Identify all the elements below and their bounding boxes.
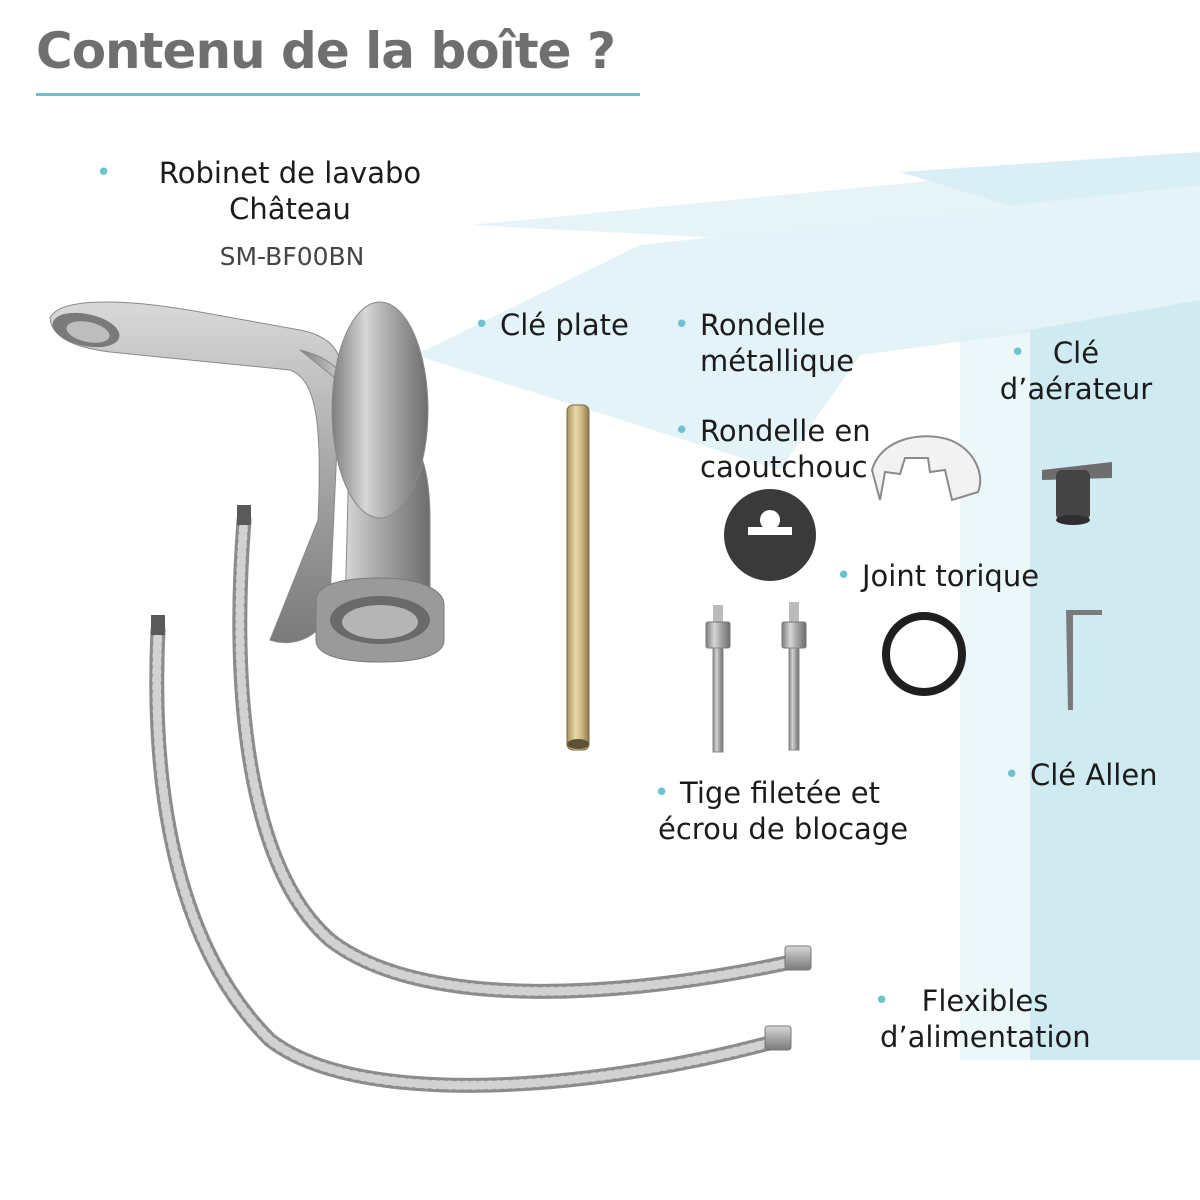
product-name-label: • Robinet de lavabo Château bbox=[96, 155, 458, 227]
metal-washer-image bbox=[870, 435, 982, 502]
label-tige-filetee: • Tige filetée et écrou de blocage bbox=[654, 775, 908, 847]
bullet-dot-icon: • bbox=[836, 561, 852, 591]
bullet-dot-icon: • bbox=[874, 986, 890, 1016]
label-text: Clé Allen bbox=[1030, 758, 1158, 792]
aerator-key-image bbox=[1042, 462, 1112, 525]
label-cle-aerateur: • Clé d’aérateur bbox=[996, 335, 1156, 407]
label-text: Tige filetée et bbox=[680, 776, 880, 810]
label-joint-torique: • Joint torique bbox=[836, 558, 1040, 594]
bullet-dot-icon: • bbox=[654, 778, 670, 808]
label-cle-allen: • Clé Allen bbox=[1004, 757, 1158, 793]
bullet-dot-icon: • bbox=[1010, 338, 1026, 368]
label-flexibles: • Flexibles d’alimentation bbox=[874, 983, 1091, 1055]
label-text: Joint torique bbox=[862, 559, 1040, 593]
label-text: écrou de blocage bbox=[658, 812, 909, 846]
product-model: SM-BF00BN bbox=[219, 242, 365, 271]
title-underline bbox=[36, 93, 640, 96]
label-text: d’aérateur bbox=[999, 372, 1153, 406]
o-ring-image bbox=[882, 612, 966, 696]
bullet-dot-icon: • bbox=[96, 158, 112, 188]
label-text: Flexibles bbox=[921, 984, 1049, 1018]
label-text: Clé bbox=[1052, 336, 1100, 370]
label-text: métallique bbox=[700, 344, 855, 378]
product-name-line1: Robinet de lavabo bbox=[158, 156, 422, 190]
bullet-dot-icon: • bbox=[674, 416, 690, 446]
threaded-rods-image bbox=[705, 602, 807, 753]
allen-key-image bbox=[1066, 610, 1102, 710]
product-name-line2: Château bbox=[229, 192, 351, 226]
faucet-image bbox=[49, 301, 445, 663]
label-text: Clé plate bbox=[500, 308, 629, 342]
label-rondelle-metallique: • Rondelle métallique bbox=[674, 307, 855, 379]
tube-wrench-image bbox=[566, 404, 590, 751]
supply-hoses-image bbox=[149, 505, 812, 1093]
label-cle-plate: • Clé plate bbox=[474, 307, 629, 343]
bullet-dot-icon: • bbox=[1004, 760, 1020, 790]
rubber-washer-image bbox=[724, 489, 816, 581]
page-title: Contenu de la boîte ? bbox=[36, 22, 616, 80]
label-rondelle-caoutchouc: • Rondelle en caoutchouc bbox=[674, 413, 871, 485]
label-text: caoutchouc bbox=[700, 450, 868, 484]
label-text: Rondelle bbox=[700, 308, 826, 342]
label-text: d’alimentation bbox=[880, 1020, 1091, 1054]
bullet-dot-icon: • bbox=[674, 310, 690, 340]
label-text: Rondelle en bbox=[700, 414, 871, 448]
bullet-dot-icon: • bbox=[474, 310, 490, 340]
